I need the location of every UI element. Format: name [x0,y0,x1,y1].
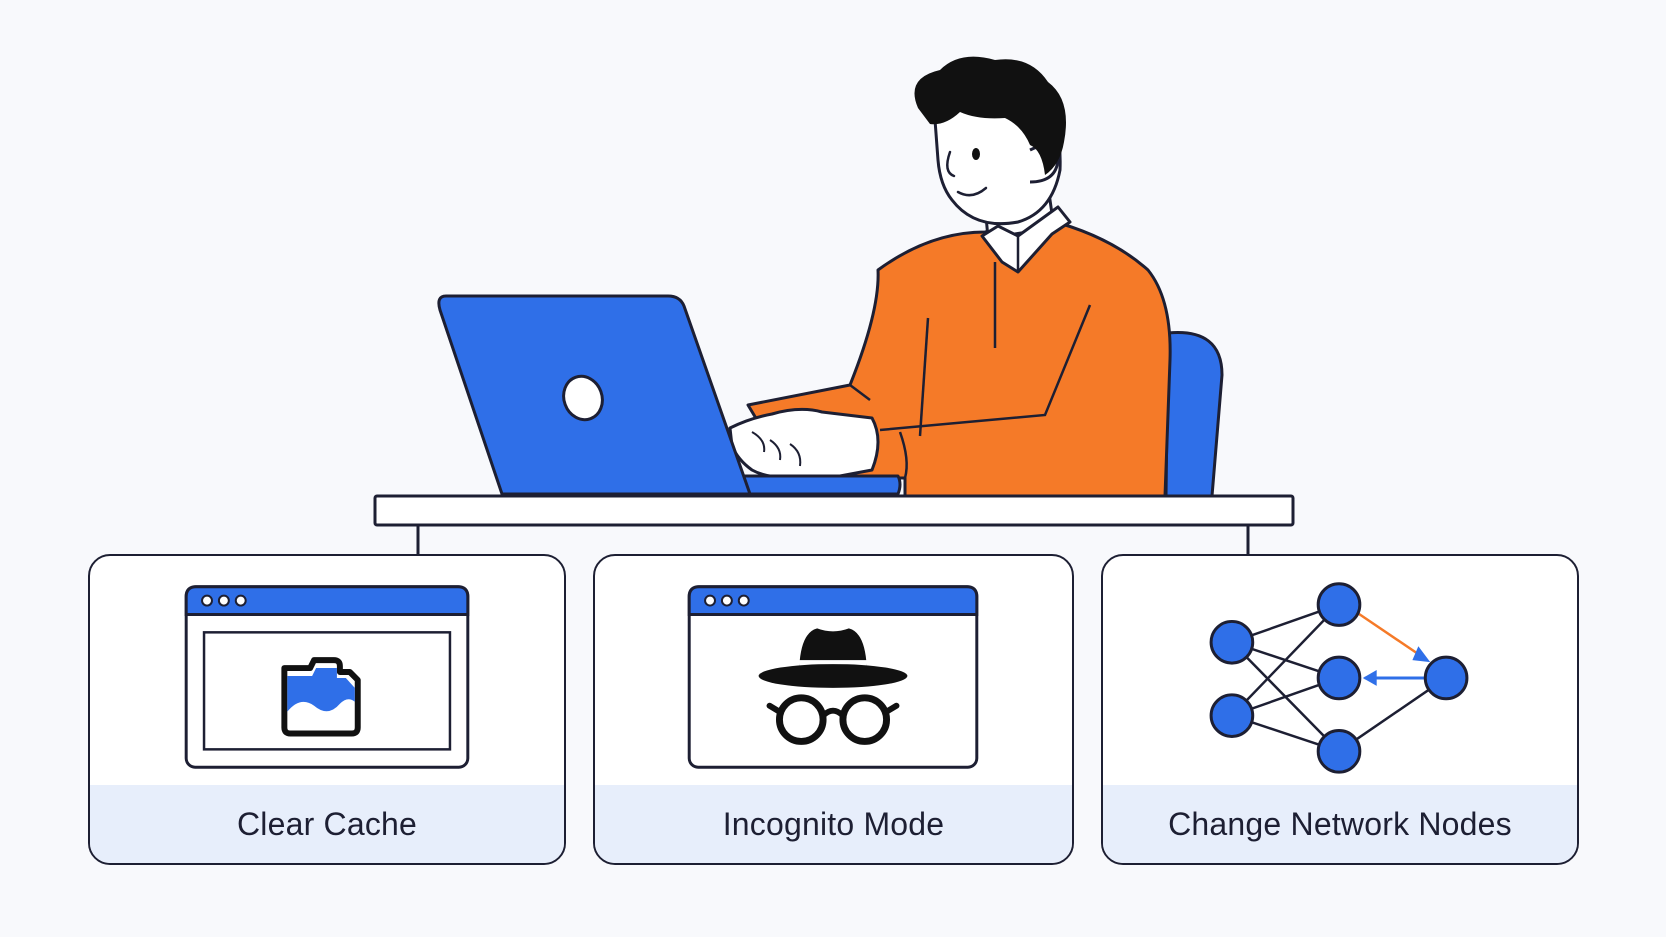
person-at-laptop-illustration [373,56,1295,558]
network-nodes-icon [1209,582,1469,774]
person-hair [914,56,1066,175]
cache-folder-icon [184,585,470,769]
chair-icon [1164,331,1224,498]
shirt-collar [980,205,1072,274]
incognito-mode-label: Incognito Mode [595,785,1072,863]
clear-cache-card[interactable]: Clear Cache [88,554,566,865]
change-network-nodes-card[interactable]: Change Network Nodes [1101,554,1579,865]
incognito-icon [687,585,979,769]
laptop-base [740,474,902,496]
clear-cache-label: Clear Cache [90,785,564,863]
desk-icon [373,494,1295,527]
change-network-nodes-label: Change Network Nodes [1103,785,1577,863]
person-hands [728,407,880,479]
incognito-mode-card[interactable]: Incognito Mode [593,554,1074,865]
